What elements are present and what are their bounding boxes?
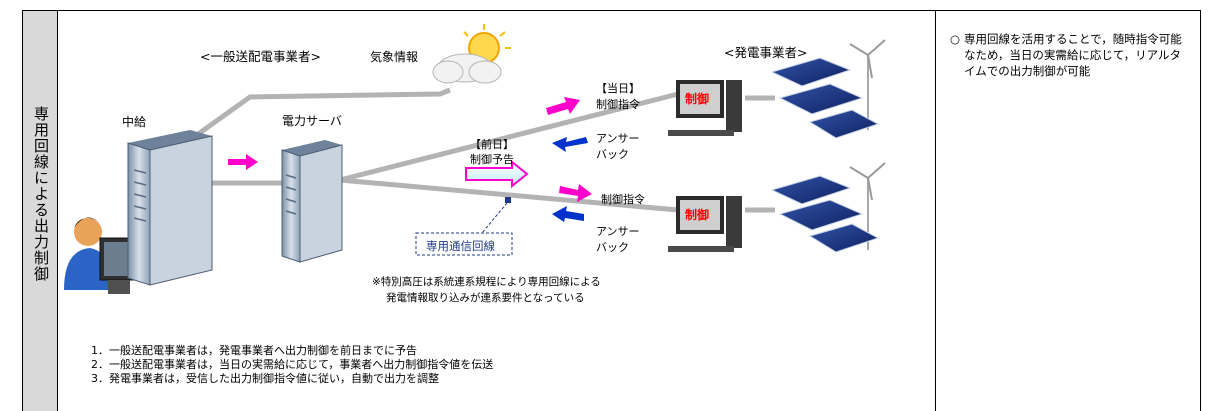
generator-operator-label: <発電事業者> bbox=[724, 45, 808, 60]
note-cell bbox=[935, 10, 1201, 411]
weather-icon bbox=[432, 24, 511, 84]
control-label-2: 制御 bbox=[685, 208, 710, 222]
control-command-label: 制御指令 bbox=[601, 193, 645, 206]
line-weather bbox=[178, 87, 451, 150]
arrow-relay-to-server-icon bbox=[228, 154, 258, 170]
command-arrow-1-icon bbox=[546, 97, 580, 115]
power-server-label: 電力サーバ bbox=[282, 114, 342, 128]
day-before-text: 制御予告 bbox=[470, 153, 514, 166]
solar-wind-plant-1-icon bbox=[770, 39, 886, 139]
transmission-operator-label: <一般送配電事業者> bbox=[200, 49, 321, 64]
answer-back-2a: アンサー bbox=[596, 225, 640, 238]
footnote-line-1: ※特別高圧は系統連系規程により専用回線による bbox=[372, 276, 601, 288]
row-label-cell: 専用回線による出力制御 bbox=[22, 10, 58, 411]
answer-back-1a: アンサー bbox=[596, 132, 640, 145]
weather-info-label: 気象情報 bbox=[370, 50, 419, 64]
solar-wind-plant-2-icon bbox=[770, 162, 886, 253]
control-label-1: 制御 bbox=[685, 92, 710, 106]
step-3: 3．発電事業者は，受信した出力制御指令値に従い，自動で出力を調整 bbox=[91, 372, 439, 385]
plant-pc-1-icon bbox=[668, 80, 742, 136]
same-day-text: 制御指令 bbox=[596, 98, 640, 111]
line-server-plant2 bbox=[339, 177, 679, 213]
diagram-cell bbox=[57, 10, 936, 411]
day-before-heading: 【前日】 bbox=[470, 138, 514, 151]
note-mark: ○ bbox=[950, 32, 961, 46]
row-label: 専用回線による出力制御 bbox=[32, 106, 50, 282]
note-text: 専用回線を活用することで，随時指令可能なため，当日の実需給に応じて，リアルタイム… bbox=[964, 32, 1182, 78]
day-before-arrow-icon bbox=[465, 159, 529, 189]
same-day-heading: 【当日】 bbox=[596, 82, 640, 95]
relay-server-icon bbox=[127, 130, 213, 286]
power-server-icon bbox=[281, 140, 343, 263]
command-arrow-2-icon bbox=[559, 184, 592, 202]
operator-person-icon bbox=[64, 217, 137, 294]
answerback-arrow-1-icon bbox=[552, 137, 588, 152]
step-1: 1．一般送配電事業者は，発電事業者へ出力制御を前日までに予告 bbox=[91, 344, 417, 357]
step-2: 2．一般送配電事業者は，当日の実需給に応じて，事業者へ出力制御指令値を伝送 bbox=[91, 358, 494, 371]
note-block: ○ 専用回線を活用することで，随時指令可能なため，当日の実需給に応じて，リアルタ… bbox=[950, 31, 1187, 79]
plant-pc-2-icon bbox=[668, 196, 742, 252]
footnote-line-2: 発電情報取り込みが連系要件となっている bbox=[386, 292, 585, 304]
line-server-plant1 bbox=[339, 91, 679, 183]
connection-lines bbox=[178, 87, 775, 213]
relay-label: 中給 bbox=[122, 115, 147, 129]
answer-back-1b: バック bbox=[596, 148, 629, 161]
dedicated-line-marker bbox=[415, 197, 513, 256]
answer-back-2b: バック bbox=[596, 241, 629, 254]
answerback-arrow-2-icon bbox=[552, 206, 584, 222]
dedicated-line-label: 専用通信回線 bbox=[426, 239, 495, 253]
